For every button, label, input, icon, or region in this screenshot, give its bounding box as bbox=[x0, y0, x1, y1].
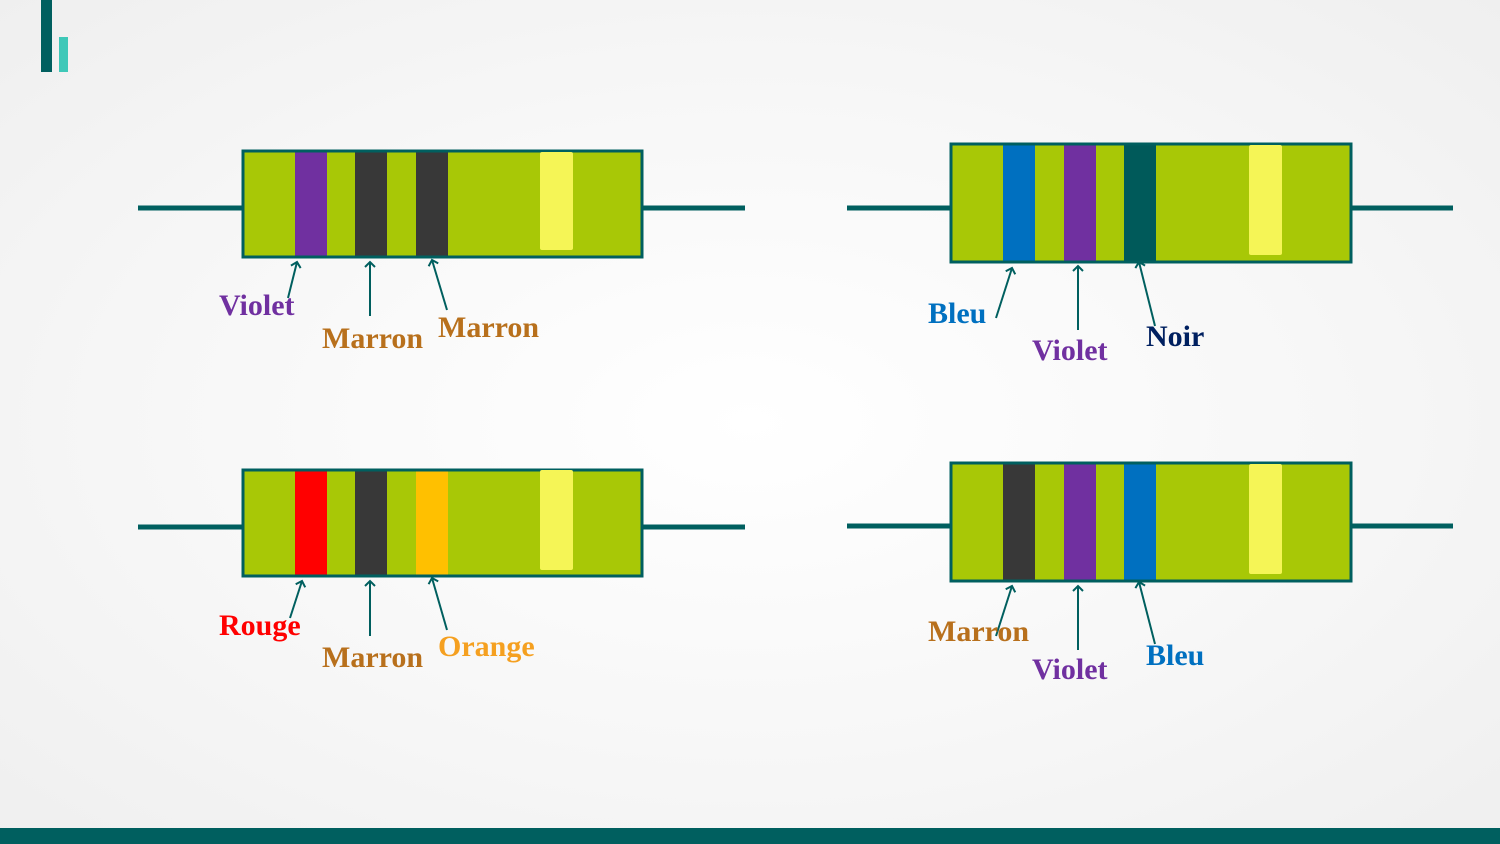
color-band-marron bbox=[1003, 464, 1035, 580]
color-band-violet bbox=[1064, 145, 1096, 261]
color-band-marron bbox=[355, 471, 387, 575]
pointer-arrow bbox=[995, 266, 1017, 319]
color-band-bleu bbox=[1124, 464, 1156, 580]
tolerance-band bbox=[1249, 464, 1282, 574]
band-label-orange: Orange bbox=[438, 630, 535, 663]
band-label-marron: Marron bbox=[438, 311, 539, 344]
color-band-orange bbox=[416, 471, 448, 575]
color-band-violet bbox=[295, 152, 327, 256]
band-label-violet: Violet bbox=[1032, 653, 1108, 686]
pointer-arrow bbox=[427, 576, 448, 631]
band-label-rouge: Rouge bbox=[219, 609, 301, 642]
color-band-marron bbox=[416, 152, 448, 256]
band-label-bleu: Bleu bbox=[1146, 639, 1204, 672]
pointer-arrow bbox=[289, 579, 307, 619]
band-label-marron: Marron bbox=[322, 322, 423, 355]
band-label-bleu: Bleu bbox=[928, 297, 986, 330]
tolerance-band bbox=[1249, 145, 1282, 255]
pointer-arrow bbox=[995, 584, 1017, 637]
color-band-rouge bbox=[295, 471, 327, 575]
tolerance-band bbox=[540, 152, 573, 250]
band-label-violet: Violet bbox=[1032, 334, 1108, 367]
logo-bar-dark bbox=[41, 0, 52, 72]
band-label-violet: Violet bbox=[219, 289, 295, 322]
pointer-arrow bbox=[1134, 580, 1156, 645]
band-label-marron: Marron bbox=[322, 641, 423, 674]
pointer-arrow bbox=[427, 258, 448, 311]
color-band-violet bbox=[1064, 464, 1096, 580]
bottom-bar bbox=[0, 828, 1500, 844]
logo-bar-light bbox=[59, 37, 68, 72]
pointer-arrow bbox=[287, 260, 302, 299]
band-label-noir: Noir bbox=[1146, 320, 1204, 353]
band-label-marron: Marron bbox=[928, 615, 1029, 648]
color-band-bleu bbox=[1003, 145, 1035, 261]
tolerance-band bbox=[540, 470, 573, 570]
color-band-noir bbox=[1124, 145, 1156, 261]
pointer-arrow bbox=[1134, 260, 1156, 327]
color-band-marron bbox=[355, 152, 387, 256]
